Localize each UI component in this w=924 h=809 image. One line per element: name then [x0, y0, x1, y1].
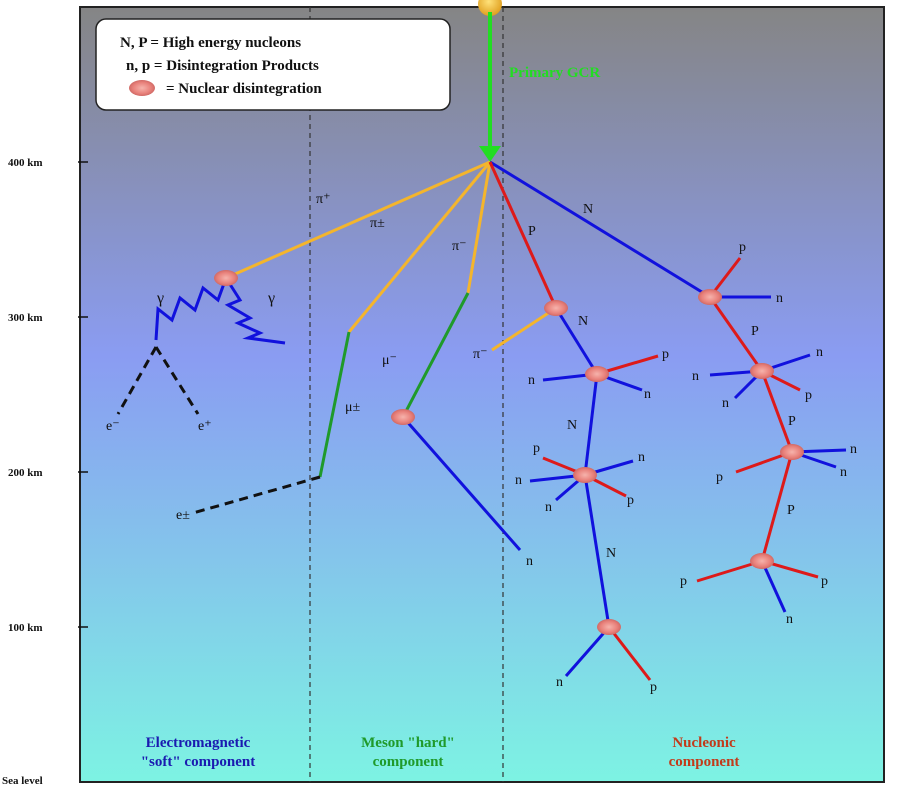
label-n: n	[638, 450, 645, 465]
em-component-subtitle: "soft" component	[141, 754, 256, 770]
label-p: p	[680, 574, 687, 589]
electron-tracks	[116, 346, 321, 515]
label-P: P	[788, 414, 796, 429]
particle-labels: π⁺ π± π⁻ π⁻ γ γ e⁻ e⁺ e± μ⁻ μ± n P N n n…	[106, 192, 857, 695]
muon-track-minus	[401, 292, 470, 418]
label-n: n	[776, 291, 783, 306]
disintegration-node	[214, 270, 238, 286]
legend: N, P = High energy nucleons n, p = Disin…	[95, 18, 451, 111]
label-p: p	[650, 680, 657, 695]
disintegration-node	[698, 289, 722, 305]
label-N: N	[583, 202, 593, 217]
label-e-pm: e±	[176, 508, 190, 523]
label-n: n	[556, 675, 563, 690]
label-p: p	[805, 388, 812, 403]
label-N: N	[567, 418, 577, 433]
neutron-track-main	[489, 160, 711, 299]
pion-track-em	[225, 160, 491, 280]
meson-component-subtitle: component	[373, 754, 444, 770]
tick-label-100: 100 km	[8, 622, 43, 634]
primary-gcr-arrowhead	[479, 146, 501, 162]
component-captions: Electromagnetic "soft" component Meson "…	[141, 735, 740, 770]
sea-level-label: Sea level	[2, 775, 43, 787]
disintegration-node	[750, 553, 774, 569]
label-p: p	[739, 240, 746, 255]
label-P: P	[528, 224, 536, 239]
label-gamma-right: γ	[267, 290, 275, 307]
legend-disintegration-icon	[129, 80, 155, 96]
disintegration-node	[544, 300, 568, 316]
nucleonic-component-subtitle: component	[669, 754, 740, 770]
label-e-minus: e⁻	[106, 419, 120, 434]
label-N: N	[606, 546, 616, 561]
label-pi-plus: π⁺	[316, 192, 330, 207]
label-p: p	[533, 441, 540, 456]
disintegration-node	[391, 409, 415, 425]
label-n: n	[850, 442, 857, 457]
label-e-plus: e⁺	[198, 419, 212, 434]
gamma-ray-left	[154, 277, 228, 341]
label-pi-pm: π±	[370, 216, 385, 231]
label-N: N	[578, 314, 588, 329]
nucleonic-component-title: Nucleonic	[672, 735, 736, 751]
pion-tracks	[225, 160, 557, 352]
electron-track-plus	[154, 346, 200, 415]
gamma-ray-right	[224, 277, 286, 345]
muon-track-pm	[318, 331, 351, 478]
electron-track-minus	[116, 346, 158, 415]
primary-gcr: Primary GCR	[478, 0, 600, 162]
label-n: n	[545, 500, 552, 515]
label-n: n	[786, 612, 793, 627]
label-p: p	[716, 470, 723, 485]
label-n: n	[840, 465, 847, 480]
tick-label-300: 300 km	[8, 312, 43, 324]
label-n: n	[816, 345, 823, 360]
label-P: P	[751, 324, 759, 339]
legend-line-2: n, p = Disintegration Products	[126, 58, 319, 74]
tick-label-400: 400 km	[8, 157, 43, 169]
primary-source-icon	[478, 0, 502, 16]
label-pi-minus-nucleonic: π⁻	[473, 347, 487, 362]
pion-track-mu-pm	[347, 161, 492, 333]
legend-line-3: = Nuclear disintegration	[166, 81, 322, 97]
disintegration-node	[573, 467, 597, 483]
proton-track-main	[488, 161, 558, 309]
label-mu-minus: μ⁻	[382, 353, 397, 368]
electron-track-pm	[192, 475, 321, 515]
label-n: n	[528, 373, 535, 388]
altitude-axis: 400 km 300 km 200 km 100 km Sea level	[2, 157, 88, 787]
label-p: p	[821, 574, 828, 589]
muon-tracks	[318, 292, 470, 478]
label-p: p	[662, 347, 669, 362]
disintegration-nodes	[214, 270, 804, 635]
pion-track-mu-minus	[466, 161, 492, 294]
label-pi-minus: π⁻	[452, 239, 466, 254]
label-gamma-left: γ	[156, 290, 164, 307]
label-n: n	[692, 369, 699, 384]
gamma-rays	[154, 277, 286, 345]
tick-label-200: 200 km	[8, 467, 43, 479]
em-component-title: Electromagnetic	[146, 735, 251, 751]
pion-track-nucleonic	[491, 306, 557, 352]
label-n: n	[515, 473, 522, 488]
label-p: p	[627, 493, 634, 508]
label-n: n	[526, 554, 533, 569]
meson-component-title: Meson "hard"	[361, 735, 455, 751]
label-P: P	[787, 503, 795, 518]
legend-line-1: N, P = High energy nucleons	[120, 35, 301, 51]
disintegration-node	[780, 444, 804, 460]
neutron-track-meson	[401, 416, 522, 551]
label-n: n	[644, 387, 651, 402]
primary-gcr-label: Primary GCR	[509, 65, 600, 81]
label-mu-pm: μ±	[345, 400, 361, 415]
disintegration-node	[585, 366, 609, 382]
disintegration-node	[750, 363, 774, 379]
disintegration-node	[597, 619, 621, 635]
label-n: n	[722, 396, 729, 411]
background-panel	[79, 6, 885, 783]
